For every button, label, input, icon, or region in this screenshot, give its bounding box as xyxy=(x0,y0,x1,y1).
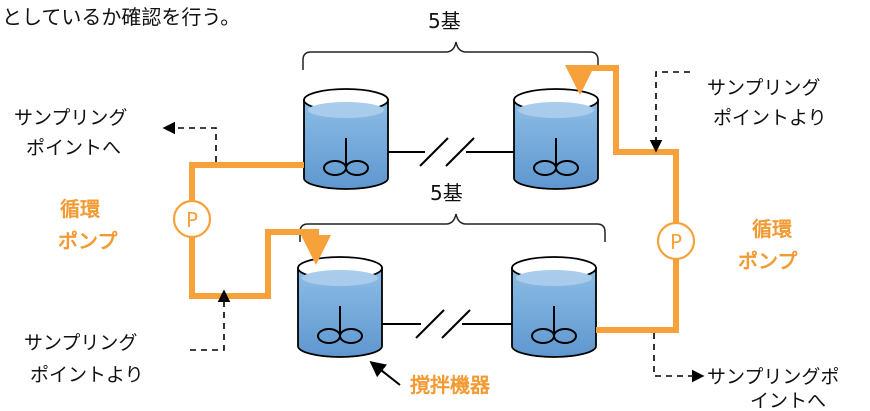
right-circulation-pipe xyxy=(565,65,679,333)
tank-top-right xyxy=(513,88,599,190)
label-sampling-to-bottom-right-2: イントへ xyxy=(750,390,826,411)
header-text: としているか確認を行う。 xyxy=(2,5,240,29)
sampling-line-top-left xyxy=(162,121,217,162)
pump-right-letter: P xyxy=(670,230,682,254)
pump-left-letter: P xyxy=(186,208,198,232)
sampling-line-top-right xyxy=(649,71,690,153)
tank-bottom-left xyxy=(297,256,383,358)
top-tank-connector xyxy=(387,137,514,167)
label-sampling-to-bottom-right-1: サンプリングポ xyxy=(707,366,839,388)
agitator-icon xyxy=(317,306,363,344)
pump-left: P xyxy=(172,199,212,239)
label-agitator: 撹拌機器 xyxy=(410,373,491,397)
agitator-pointer xyxy=(369,361,401,386)
tank-bottom-right xyxy=(511,256,597,358)
label-sampling-from-top-right-1: サンプリング xyxy=(707,77,820,99)
label-sampling-to-top-left-1: サンプリング xyxy=(14,107,127,129)
label-sampling-from-bottom-left-2: ポイントより xyxy=(30,364,144,386)
label-sampling-from-bottom-left-1: サンプリング xyxy=(24,332,137,354)
label-circulation-pump-left-1: 循環 xyxy=(60,197,101,221)
sampling-line-bottom-right xyxy=(653,333,705,383)
agitator-icon xyxy=(533,138,579,176)
agitator-icon xyxy=(531,306,577,344)
sampling-line-bottom-left xyxy=(190,289,231,351)
bottom-group-brace xyxy=(299,213,606,242)
agitator-icon xyxy=(323,138,369,176)
label-sampling-from-top-right-2: ポイントより xyxy=(713,107,827,129)
top-group-count: 5基 xyxy=(428,9,461,33)
tank-top-left xyxy=(303,88,389,190)
bottom-group-count: 5基 xyxy=(430,181,463,205)
label-circulation-pump-left-2: ポンプ xyxy=(58,229,118,253)
label-circulation-pump-right-1: 循環 xyxy=(752,217,793,241)
label-sampling-to-top-left-2: ポイントへ xyxy=(26,137,121,159)
label-circulation-pump-right-2: ポンプ xyxy=(738,249,798,273)
left-circulation-pipe xyxy=(189,162,331,299)
pump-right: P xyxy=(656,221,696,261)
bottom-tank-connector xyxy=(382,309,512,339)
top-group-brace xyxy=(302,41,599,70)
